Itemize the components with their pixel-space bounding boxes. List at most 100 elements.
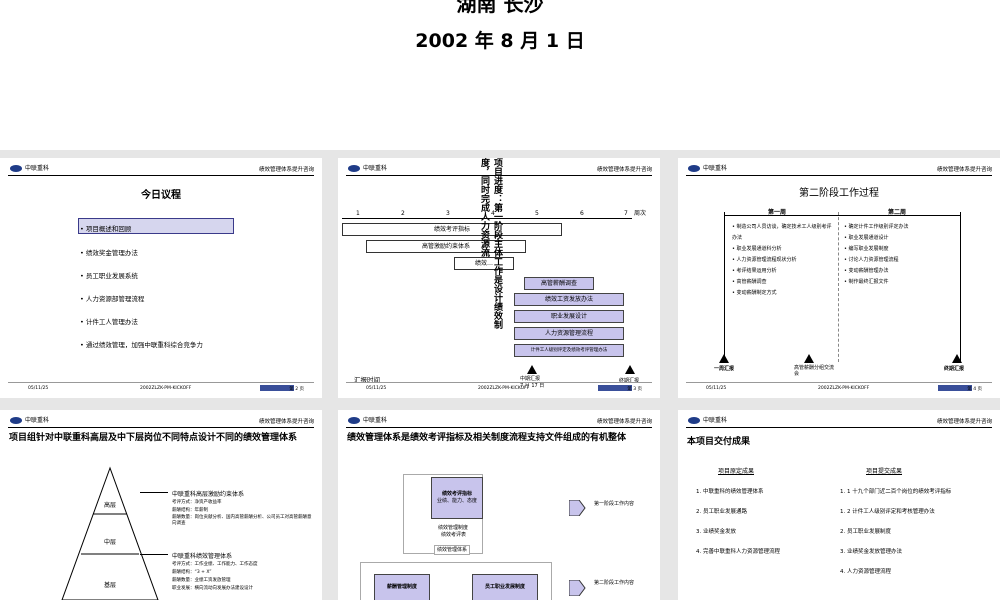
footer-badge xyxy=(598,385,632,391)
agenda-highlight xyxy=(78,218,234,234)
divider xyxy=(838,212,839,362)
page-number: 第 4 页 xyxy=(967,387,982,392)
list-item: 2. 员工职业发展制度 xyxy=(840,529,891,535)
gantt-bar: 绩效… xyxy=(454,257,514,270)
milestone-icon xyxy=(527,365,537,374)
report-time-label: 汇报时间 xyxy=(354,376,380,384)
week-unit: 周次 xyxy=(634,210,647,217)
page-number: 第 2 页 xyxy=(289,387,304,392)
milestone-label: 高管薪酬分组交流会 xyxy=(794,365,835,377)
system-detail: 职业发展：横向流动向发展办法建设设计 xyxy=(172,586,253,591)
logo-icon xyxy=(10,417,22,424)
week-header: 第一周 xyxy=(768,209,787,216)
pyramid-diagram xyxy=(61,466,159,600)
footer-date: 05/11/25 xyxy=(706,386,727,391)
project-name: 绩效管理体系提升咨询 xyxy=(258,167,314,173)
indicator-box: 绩效考评指标业绩、能力、态度 xyxy=(431,477,483,519)
agenda-item: • 绩效奖金管理办法 xyxy=(80,249,138,257)
logo-icon xyxy=(688,165,700,172)
task-item: • 变动薪酬制定方式 xyxy=(732,290,777,296)
agenda-item: • 人力资源部管理流程 xyxy=(80,295,145,303)
slide-performance-system[interactable]: 中联重科绩效管理体系提升咨询 绩效管理体系是绩效考评指标及相关制度流程支持文件组… xyxy=(338,410,660,600)
gantt-bar-phase2: 职业发展设计 xyxy=(514,310,624,323)
gantt-bar-phase2: 绩效工资发放办法 xyxy=(514,293,624,306)
axis-line xyxy=(724,212,725,362)
logo-icon xyxy=(10,165,22,172)
company-logo: 中联重科 xyxy=(688,416,727,425)
week-tick: 4 xyxy=(491,210,495,217)
slide-deliverables[interactable]: 中联重科绩效管理体系提升咨询 本项目交付成果 项目原定成果 项目提交成果 1. … xyxy=(678,410,1000,600)
footer-badge xyxy=(938,385,972,391)
axis-line xyxy=(960,212,961,362)
company-logo: 中联重科 xyxy=(348,416,387,425)
company-logo: 中联重科 xyxy=(348,164,387,173)
list-item: 2. 员工职业发展通路 xyxy=(696,509,747,515)
system-detail: 考评方式：工作业绩、工作能力、工作态度 xyxy=(172,562,258,567)
agenda-item: • 员工职业发展系统 xyxy=(80,272,138,280)
footer-date: 05/11/25 xyxy=(28,386,49,391)
task-item: • 人力资源管理流程现状分析 xyxy=(732,257,797,263)
gantt-bar-phase2: 人力资源管理流程 xyxy=(514,327,624,340)
task-item: • 讨论人力资源管理流程 xyxy=(844,257,899,263)
pyramid-level: 中层 xyxy=(104,539,117,546)
list-item: 4. 人力资源管理流程 xyxy=(840,569,891,575)
task-item: • 确定计件工作级别评定办法 xyxy=(844,224,909,230)
week-header: 第二周 xyxy=(888,209,907,216)
column-header: 项目原定成果 xyxy=(718,468,755,475)
phase-label: 第二阶段工作内容 xyxy=(594,580,635,586)
slide-title: 绩效管理体系是绩效考评指标及相关制度流程支持文件组成的有机整体 xyxy=(347,433,627,443)
project-name: 绩效管理体系提升咨询 xyxy=(936,419,992,425)
logo-icon xyxy=(348,417,360,424)
footer-doc: 2002ZLZK-PM-KICKOFF xyxy=(818,386,870,391)
system-detail: 薪酬数量：岗位贡献分析、国内高管薪酬分析、公司员工对高管薪酬意向调查 xyxy=(172,515,312,526)
system-title: 中联重科绩效管理体系 xyxy=(172,553,233,560)
week-tick: 6 xyxy=(580,210,584,217)
milestone-label: 中期汇报 xyxy=(520,376,541,382)
slide-agenda[interactable]: 中联重科绩效管理体系提升咨询 今日议程 • 项目概述和回顾 • 绩效奖金管理办法… xyxy=(0,158,322,398)
company-logo: 中联重科 xyxy=(688,164,727,173)
milestone-label: 终期汇报 xyxy=(619,378,640,384)
system-detail: 薪酬结构：年薪制 xyxy=(172,508,208,513)
milestone-icon xyxy=(625,365,635,374)
phase-label: 第一阶段工作内容 xyxy=(594,501,635,507)
slide-title: 今日议程 xyxy=(141,190,181,201)
milestone-label: 一周汇报 xyxy=(714,366,735,372)
company-logo: 中联重科 xyxy=(10,164,49,173)
gantt-bar: 高管激励约束体系 xyxy=(366,240,526,253)
agenda-item: • 通过绩效管理，加强中联重科综合竞争力 xyxy=(80,341,203,349)
timeline-axis xyxy=(724,215,960,216)
slide-phase2[interactable]: 中联重科绩效管理体系提升咨询 第二阶段工作过程 第一周 第二周 • 制造公司人员… xyxy=(678,158,1000,398)
gantt-bar-phase2: 高管薪酬调查 xyxy=(524,277,594,290)
task-item: • 制作最终汇报文件 xyxy=(844,279,889,285)
milestone-icon xyxy=(719,354,729,363)
column-header: 项目提交成果 xyxy=(866,468,903,475)
box-text: 绩效考评表 xyxy=(441,532,467,538)
logo-icon xyxy=(688,417,700,424)
milestone-date: 7 月 17 日 xyxy=(520,383,545,389)
cover-slide: 湖南 长沙 2002 年 8 月 1 日 xyxy=(0,0,1000,150)
project-name: 绩效管理体系提升咨询 xyxy=(936,167,992,173)
company-logo: 中联重科 xyxy=(10,416,49,425)
system-title: 中联重科高层激励约束体系 xyxy=(172,491,245,498)
list-item: 1. 中联重科的绩效管理体系 xyxy=(696,489,764,495)
list-item: 1. 2 计件工人级别评定和考核管理办法 xyxy=(840,509,935,515)
gantt-bar: 绩效考评指标 xyxy=(342,223,562,236)
system-detail: 薪酬结构：“3 + X” xyxy=(172,570,212,575)
agenda-item: • 计件工人管理办法 xyxy=(80,318,138,326)
footer-doc: 2002ZLZK-PM-KICKOFF xyxy=(478,386,530,391)
milestone-icon xyxy=(952,354,962,363)
week-tick: 7 xyxy=(624,210,628,217)
slide-pyramid[interactable]: 中联重科绩效管理体系提升咨询 项目组针对中联重科高层及中下层岗位不同特点设计不同… xyxy=(0,410,322,600)
milestone-label: 终期汇报 xyxy=(944,366,965,372)
week-tick: 5 xyxy=(535,210,539,217)
list-item: 3. 业绩奖金发放管理办法 xyxy=(840,549,902,555)
slide-schedule[interactable]: 中联重科绩效管理体系提升咨询 1 2 3 4 5 6 7 周次 绩效考评指标 高… xyxy=(338,158,660,398)
arrow-line xyxy=(140,492,168,493)
slide-title: 项目组针对中联重科高层及中下层岗位不同特点设计不同的绩效管理体系 xyxy=(9,433,298,443)
footer-date: 05/11/25 xyxy=(366,386,387,391)
task-item: • 职业发展通道设计 xyxy=(844,235,889,241)
task-item: • 制造公司人员访谈，确定技术工人级别考评办法 xyxy=(732,224,832,241)
frame-label: 绩效管理体系 xyxy=(434,545,471,555)
pyramid-level: 基层 xyxy=(104,582,117,589)
system-box: 员工职业发展制度 xyxy=(472,574,538,600)
